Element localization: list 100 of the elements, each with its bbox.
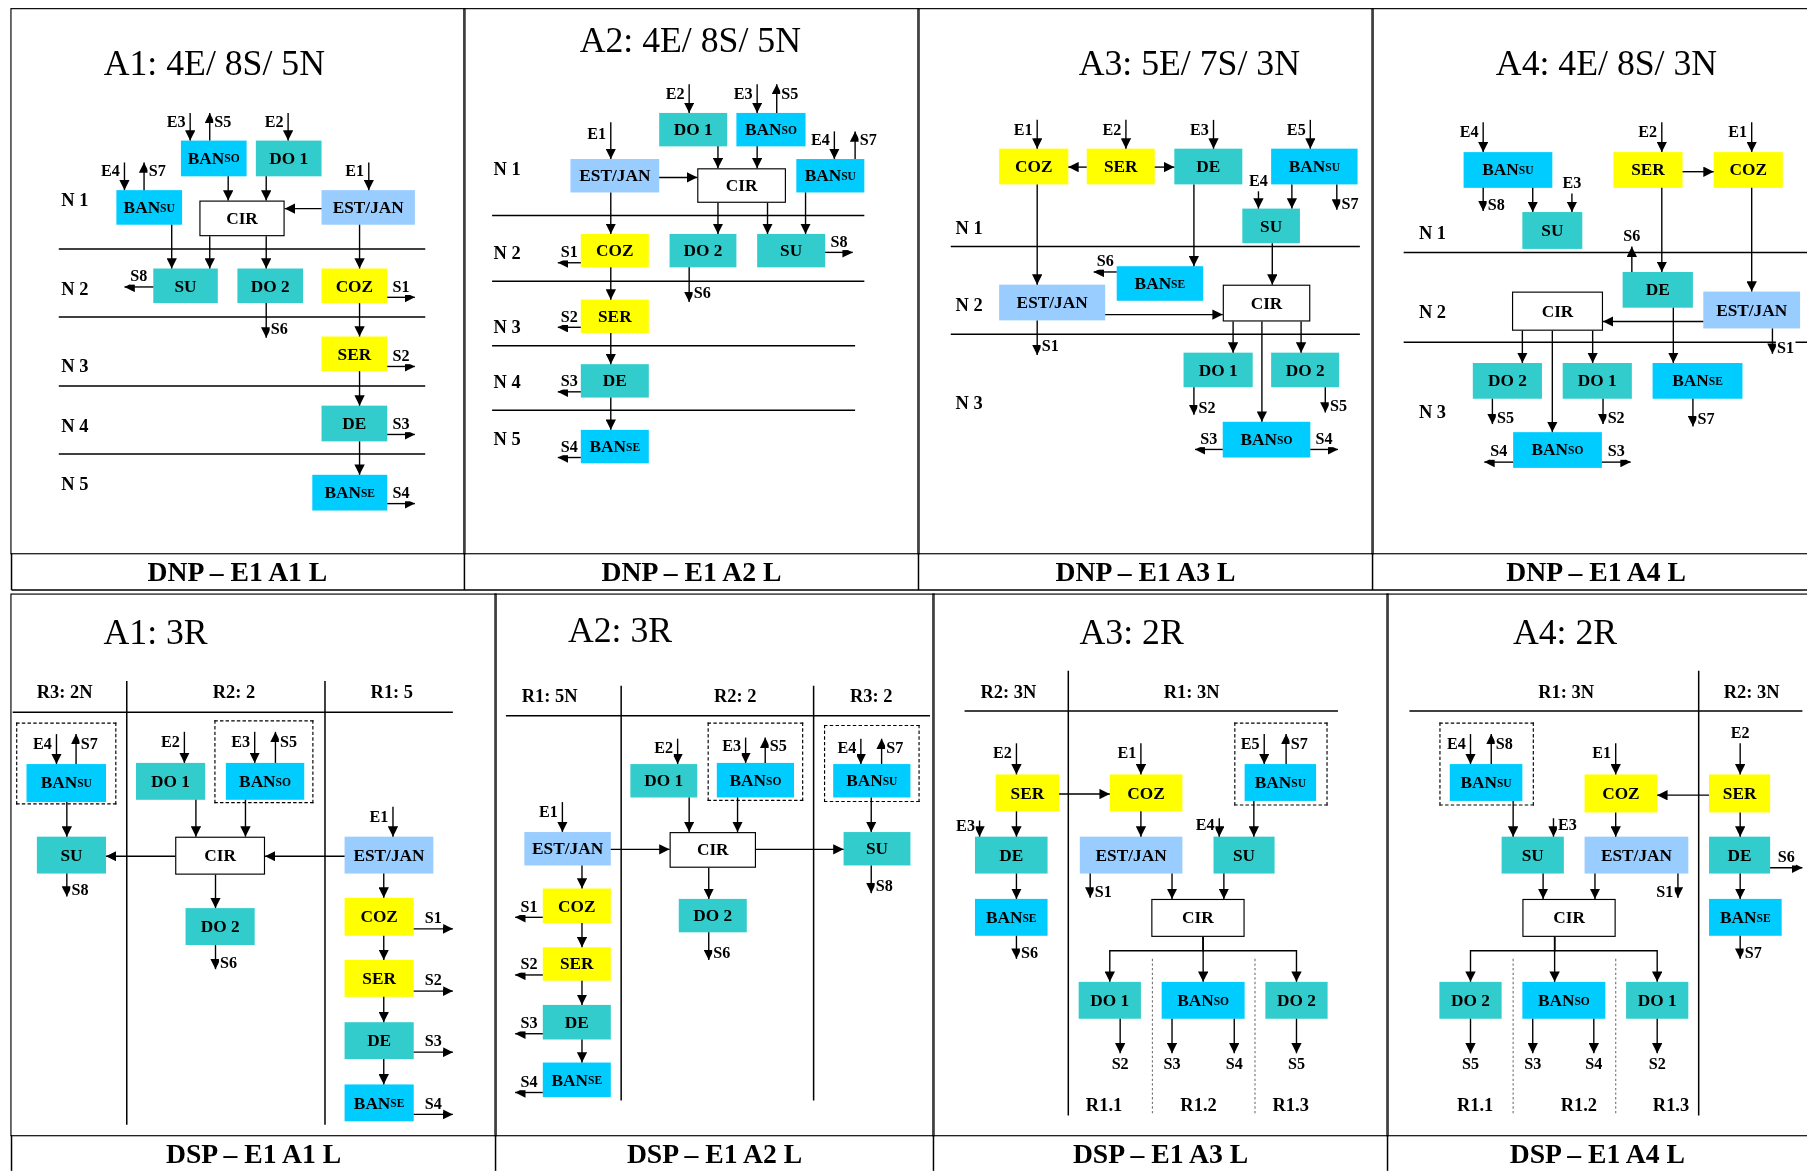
arrow bbox=[1587, 330, 1598, 364]
edge-label: E1 bbox=[1012, 121, 1034, 138]
edge-label: S4 bbox=[559, 439, 579, 456]
arrow bbox=[755, 844, 845, 855]
arrow bbox=[740, 736, 751, 764]
arrow bbox=[1769, 862, 1804, 873]
panel-title: A2: 3R bbox=[567, 612, 673, 649]
process-box: SU bbox=[1501, 836, 1564, 874]
arrow bbox=[876, 738, 887, 765]
arrow bbox=[1553, 936, 1663, 983]
panel-title: A3: 5E/ 7S/ 3N bbox=[1078, 45, 1300, 82]
column-header: R1: 3N bbox=[1163, 683, 1220, 702]
process-box: DE bbox=[1709, 836, 1771, 874]
arrow bbox=[576, 980, 588, 1006]
arrow bbox=[1746, 121, 1757, 153]
process-box: EST/JAN bbox=[1584, 836, 1689, 874]
arrow bbox=[974, 819, 985, 838]
process-box: EST/JAN bbox=[999, 284, 1106, 321]
process-box: CIR bbox=[199, 200, 285, 237]
process-box: COZ bbox=[1713, 152, 1783, 188]
region-label: R1.1 bbox=[1456, 1095, 1494, 1115]
arrow bbox=[1735, 872, 1746, 900]
column-header: R1: 5 bbox=[370, 683, 414, 702]
edge-label: E2 bbox=[263, 114, 285, 131]
edge-label: S8 bbox=[829, 233, 849, 251]
arrow bbox=[1011, 872, 1022, 900]
arrow bbox=[1668, 307, 1679, 364]
arrow bbox=[1067, 161, 1088, 173]
edge-label: S2 bbox=[1606, 409, 1626, 426]
arrow bbox=[1331, 183, 1342, 211]
arrow bbox=[1291, 1018, 1302, 1054]
row-label: N 2 bbox=[1418, 303, 1447, 322]
process-box: SER bbox=[321, 336, 388, 372]
arrow bbox=[354, 440, 365, 476]
arrow bbox=[1286, 183, 1298, 210]
arrow bbox=[762, 202, 773, 235]
row-label: N 1 bbox=[493, 160, 521, 179]
row-label: N 2 bbox=[61, 280, 89, 299]
arrow bbox=[605, 332, 616, 365]
arrow bbox=[1115, 1018, 1126, 1054]
arrow bbox=[1588, 1018, 1599, 1054]
arrow bbox=[866, 796, 877, 833]
arrow bbox=[712, 145, 724, 169]
process-box: CIR bbox=[1512, 291, 1604, 331]
arrow bbox=[605, 191, 616, 235]
process-box: SU bbox=[1242, 208, 1300, 244]
edge-label: S4 bbox=[519, 1074, 539, 1091]
arrow bbox=[1154, 161, 1175, 173]
edge-label: S6 bbox=[1095, 253, 1115, 270]
process-box: DO 2 bbox=[1271, 352, 1340, 388]
edge-label: S1 bbox=[391, 278, 411, 295]
row-label: N 1 bbox=[61, 191, 89, 210]
arrow bbox=[1227, 320, 1239, 354]
process-box: DO 2 bbox=[185, 908, 255, 945]
process-box: DE bbox=[1622, 271, 1693, 308]
process-box: DO 2 bbox=[669, 233, 737, 268]
arrow bbox=[751, 83, 763, 114]
arrow bbox=[1527, 187, 1538, 213]
arrow bbox=[771, 83, 782, 114]
edge-label: S7 bbox=[885, 739, 905, 756]
edge-label: S1 bbox=[1775, 339, 1796, 356]
arrow bbox=[1208, 119, 1219, 150]
edge-label: E3 bbox=[165, 114, 187, 131]
process-box: CIR bbox=[669, 832, 756, 868]
panel-caption: DNP – E1 A1 L bbox=[147, 557, 328, 586]
process-box: DE bbox=[542, 1004, 611, 1040]
process-box: CIR bbox=[697, 168, 786, 203]
arrow bbox=[282, 112, 294, 142]
arrow bbox=[576, 864, 588, 890]
arrow bbox=[1214, 817, 1225, 838]
arrow bbox=[1656, 121, 1667, 153]
arrow bbox=[1188, 183, 1200, 267]
process-box: EST/JAN bbox=[321, 190, 415, 225]
arrow bbox=[1478, 121, 1489, 153]
column-header: R1: 5N bbox=[521, 686, 578, 706]
edge-label: S2 bbox=[559, 308, 579, 325]
arrow bbox=[264, 851, 346, 862]
panel-title: A1: 3R bbox=[103, 613, 208, 650]
panel-title: A4: 2R bbox=[1512, 613, 1618, 650]
arrow bbox=[354, 224, 365, 270]
arrow bbox=[1465, 733, 1476, 765]
arrow bbox=[184, 112, 196, 142]
process-box: COZ bbox=[1584, 774, 1658, 813]
arrow bbox=[105, 851, 176, 862]
panel-title: A1: 4E/ 8S/ 5N bbox=[103, 45, 325, 82]
arrow bbox=[1166, 1018, 1178, 1054]
panel-caption: DSP – E1 A2 L bbox=[626, 1139, 803, 1168]
arrow bbox=[363, 161, 374, 191]
row-label: N 4 bbox=[493, 373, 521, 392]
row-label: N 3 bbox=[61, 357, 89, 376]
arrow bbox=[1656, 187, 1667, 273]
arrow bbox=[1253, 190, 1264, 210]
arrow bbox=[1267, 242, 1278, 286]
process-box: COZ bbox=[542, 888, 611, 924]
arrow bbox=[378, 1058, 389, 1086]
process-box: DO 2 bbox=[1439, 981, 1502, 1019]
process-box: DE bbox=[974, 836, 1048, 874]
arrow bbox=[1547, 330, 1558, 433]
arrow bbox=[855, 738, 867, 765]
edge-label: E3 bbox=[1556, 816, 1579, 833]
